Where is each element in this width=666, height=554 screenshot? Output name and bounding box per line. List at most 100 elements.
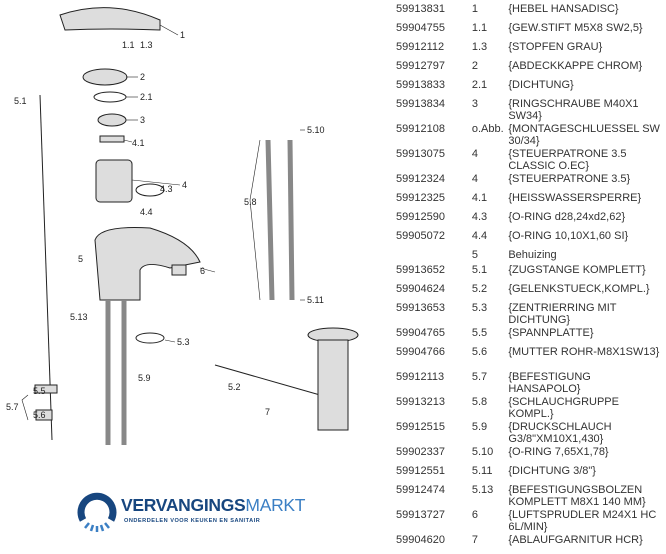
part-description: {DICHTUNG} — [508, 79, 574, 91]
part-description: {SCHLAUCHGRUPPE KOMPL.} — [508, 396, 619, 420]
part-description: {DICHTUNG 3/8"} — [508, 465, 596, 477]
position-number: 4 — [471, 173, 478, 185]
heat-stop-part — [99, 135, 125, 143]
centering-ring-part — [135, 332, 165, 344]
cartridge-part — [95, 159, 133, 203]
callout-6: 6 — [200, 266, 205, 276]
brand-logo: VERVANGINGSMARKT ONDERDELEN VOOR KEUKEN … — [75, 488, 305, 538]
part-description: {GEW.STIFT M5X8 SW2,5} — [508, 22, 643, 34]
parts-row: 59913727 6 {LUFTSPRUDLER M24X1 HC 6L/MIN} — [396, 509, 666, 535]
part-number: 59912324 — [396, 173, 445, 185]
part-description: {O-RING d28,24xd2,62} — [508, 211, 626, 223]
part-description: {LUFTSPRUDLER M24X1 HC 6L/MIN} — [508, 509, 657, 533]
part-description: {SPANNPLATTE} — [508, 327, 594, 339]
part-description: Behuizing — [508, 249, 557, 261]
position-number: 4.3 — [471, 211, 488, 223]
clamp-plate-part — [34, 384, 58, 394]
part-number: 59913834 — [396, 98, 445, 110]
part-number: 59904620 — [396, 534, 445, 546]
part-number: 59913833 — [396, 79, 445, 91]
brand-name: VERVANGINGSMARKT — [121, 495, 306, 515]
position-number: 2 — [471, 60, 478, 72]
callout-5-6: 5.6 — [33, 410, 46, 420]
seal-part — [93, 91, 127, 103]
part-number: 59912590 — [396, 211, 445, 223]
part-description: {GELENKSTUECK,KOMPL.} — [508, 283, 650, 295]
position-number: 5.2 — [471, 283, 488, 295]
callout-5-5: 5.5 — [33, 386, 46, 396]
part-description: {RINGSCHRAUBE M40X1 SW34} — [508, 98, 639, 122]
callout-2-1: 2.1 — [140, 92, 153, 102]
callout-5-8: 5.8 — [244, 197, 257, 207]
callout-5-11: 5.11 — [307, 295, 324, 305]
position-number: 5.10 — [471, 446, 494, 458]
part-number: 59912515 — [396, 421, 445, 433]
callout-1-1: 1.1 — [122, 40, 135, 50]
callout-7: 7 — [265, 407, 270, 417]
part-description: {ZUGSTANGE KOMPLETT} — [508, 264, 646, 276]
position-number: 4.1 — [471, 192, 488, 204]
callout-5-3: 5.3 — [177, 337, 190, 347]
parts-row: 59904620 7 {ABLAUFGARNITUR HCR} — [396, 534, 666, 554]
callout-5-2: 5.2 — [228, 382, 241, 392]
part-description: {BEFESTIGUNG HANSAPOLO} — [508, 371, 591, 395]
position-number: 5.11 — [471, 465, 493, 477]
parts-row: 59912551 5.11 {DICHTUNG 3/8"} — [396, 465, 666, 485]
callout-5-13: 5.13 — [70, 312, 88, 322]
aerator-part — [171, 264, 187, 276]
part-description: {ABLAUFGARNITUR HCR} — [508, 534, 643, 546]
position-number: 5.5 — [471, 327, 488, 339]
position-number: 5.1 — [471, 264, 488, 276]
part-description: {HEBEL HANSADISC} — [508, 3, 619, 15]
callout-5-10: 5.10 — [307, 125, 325, 135]
part-number: 59913213 — [396, 396, 445, 408]
part-number: 59913727 — [396, 509, 445, 521]
part-number: 59912112 — [396, 41, 445, 53]
part-number: 59912108 — [396, 123, 445, 135]
callout-5-1: 5.1 — [14, 96, 27, 106]
position-number: 4 — [471, 148, 478, 160]
position-number: 5.7 — [471, 371, 488, 383]
part-number: 59904755 — [396, 22, 445, 34]
part-description: {STEUERPATRONE 3.5} — [508, 173, 631, 185]
o-ring-part — [135, 183, 165, 197]
waste-body-part — [317, 339, 349, 431]
position-number: 5.13 — [471, 484, 494, 496]
position-number: 7 — [471, 534, 478, 546]
part-number: 59904766 — [396, 346, 445, 358]
logo-ring-icon — [77, 492, 117, 532]
callout-4-3: 4.3 — [160, 184, 173, 194]
part-number: 59912797 — [396, 60, 445, 72]
faucet-body-part — [94, 227, 201, 301]
callout-4-1: 4.1 — [132, 138, 145, 148]
part-number: 59913075 — [396, 148, 445, 160]
callout-4: 4 — [182, 180, 187, 190]
parts-row: 59912324 4 {STEUERPATRONE 3.5} — [396, 173, 666, 193]
pull-rod-part — [39, 94, 53, 441]
position-number: 6 — [471, 509, 478, 521]
parts-row: 59913213 5.8 {SCHLAUCHGRUPPE KOMPL.} — [396, 396, 666, 422]
part-number: 59912551 — [396, 465, 445, 477]
cover-cap-part — [82, 68, 128, 86]
brand-tagline: ONDERDELEN VOOR KEUKEN EN SANITAIR — [124, 518, 261, 524]
position-number: 4.4 — [471, 230, 488, 242]
position-number: 5.8 — [471, 396, 488, 408]
part-number: 59913831 — [396, 3, 445, 15]
position-number: 5.9 — [471, 421, 488, 433]
exploded-parts-diagram: 1 1.1 1.3 2 2.1 3 4.1 4 4.3 4.4 5.1 5 6 … — [6, 7, 359, 445]
waste-set-part — [214, 364, 321, 396]
callout-3: 3 — [140, 115, 145, 125]
part-description: {ABDECKKAPPE CHROM} — [508, 60, 643, 72]
